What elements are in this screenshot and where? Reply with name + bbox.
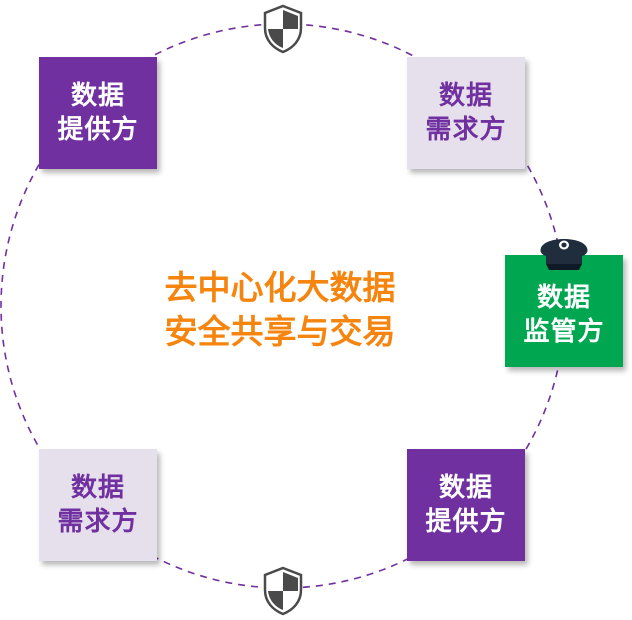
node-label-line1: 数据 bbox=[438, 81, 493, 111]
node-label-line2: 需求方 bbox=[57, 507, 139, 537]
node-label-line1: 数据 bbox=[536, 283, 591, 313]
node-label-line2: 监管方 bbox=[523, 317, 605, 347]
node-data-demander-top: 数据 需求方 bbox=[407, 57, 525, 169]
node-label-line1: 数据 bbox=[70, 81, 125, 111]
node-label-line2: 提供方 bbox=[425, 507, 507, 537]
center-title: 去中心化大数据 安全共享与交易 bbox=[130, 266, 430, 354]
center-title-line1: 去中心化大数据 bbox=[164, 268, 396, 307]
node-data-demander-bottom: 数据 需求方 bbox=[39, 449, 157, 561]
node-label-line2: 提供方 bbox=[57, 115, 139, 145]
node-data-provider-top: 数据 提供方 bbox=[39, 57, 157, 169]
node-data-regulator: 数据 监管方 bbox=[505, 255, 623, 367]
shield-icon-top bbox=[263, 4, 303, 54]
center-title-line2: 安全共享与交易 bbox=[164, 312, 396, 351]
node-label-line1: 数据 bbox=[70, 473, 125, 503]
node-label-line2: 需求方 bbox=[425, 115, 507, 145]
node-data-provider-bottom: 数据 提供方 bbox=[407, 449, 525, 561]
police-cap-icon bbox=[540, 239, 588, 270]
shield-icon-bottom bbox=[263, 566, 303, 616]
node-label-line1: 数据 bbox=[438, 473, 493, 503]
